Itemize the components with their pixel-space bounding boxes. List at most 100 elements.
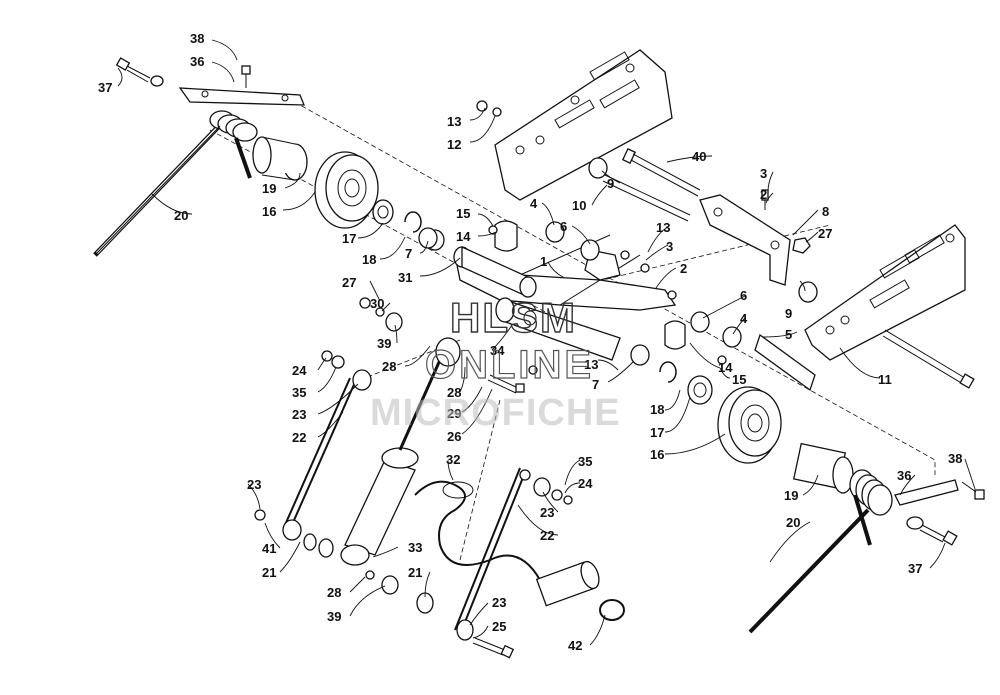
- watermark-line-3: MICROFICHE: [370, 392, 621, 434]
- callout-2: 2: [680, 261, 687, 276]
- long-bar-20-upper: [96, 125, 221, 254]
- watermark-line-1: HLSM: [450, 294, 577, 341]
- callout-16: 16: [650, 447, 664, 462]
- callout-22: 22: [292, 430, 306, 445]
- callout-3: 3: [760, 166, 767, 181]
- shock-absorber-33: [340, 337, 461, 566]
- callout-13: 13: [656, 220, 670, 235]
- rail-plate-lower: [804, 224, 966, 361]
- callout-36: 36: [190, 54, 204, 69]
- callout-25: 25: [492, 619, 506, 634]
- bearing-17-upper: [372, 199, 394, 225]
- callout-6: 6: [740, 288, 747, 303]
- callout-42: 42: [568, 638, 582, 653]
- callout-3: 3: [666, 239, 673, 254]
- pivot-bushing-9-lower: [798, 281, 818, 303]
- callout-9: 9: [785, 306, 792, 321]
- callout-14: 14: [718, 360, 733, 375]
- callout-32: 32: [446, 452, 460, 467]
- pivot-bushing-9-upper: [588, 157, 608, 179]
- leader-lines: [117, 39, 976, 646]
- callout-36: 36: [897, 468, 911, 483]
- shaft-section-34: [495, 297, 621, 361]
- spacer-10: [602, 174, 691, 222]
- torsion-spring-right: [748, 469, 893, 634]
- callout-38: 38: [948, 451, 962, 466]
- spacer-19-upper: [252, 136, 308, 181]
- callout-23: 23: [247, 477, 261, 492]
- callout-39: 39: [377, 336, 391, 351]
- spacer-19-lower: [792, 442, 854, 494]
- callout-17: 17: [342, 231, 356, 246]
- bushing-4-lower: [722, 326, 742, 348]
- callout-23: 23: [292, 407, 306, 422]
- torsion-spring-left: [93, 110, 258, 257]
- callout-21: 21: [262, 565, 276, 580]
- callout-28: 28: [327, 585, 341, 600]
- callout-27: 27: [818, 226, 832, 241]
- screw-38-lower: [961, 481, 985, 500]
- callout-26: 26: [447, 429, 461, 444]
- callout-1: 1: [540, 254, 547, 269]
- rear-bracket-36-lower: [894, 479, 959, 506]
- bushing-7-lower: [630, 344, 650, 366]
- long-bolt-40: [621, 148, 701, 197]
- rail-plate-upper: [494, 49, 673, 201]
- rod-22-right: [454, 467, 527, 633]
- small-hardware: [254, 100, 727, 641]
- callout-4: 4: [530, 196, 538, 211]
- callout-13: 13: [584, 357, 598, 372]
- callout-28: 28: [447, 385, 461, 400]
- rear-bracket-8: [699, 194, 791, 286]
- callout-labels: 37 38 36 20 19 16 13 12 40 3 2 9 10 15 1…: [98, 31, 962, 653]
- callout-16: 16: [262, 204, 276, 219]
- callout-19: 19: [784, 488, 798, 503]
- cross-shaft-31: [453, 245, 537, 298]
- callout-33: 33: [408, 540, 422, 555]
- callout-14: 14: [456, 229, 471, 244]
- callout-31: 31: [398, 270, 412, 285]
- callout-8: 8: [822, 204, 829, 219]
- callout-7: 7: [592, 377, 599, 392]
- callout-4: 4: [740, 311, 748, 326]
- callout-15: 15: [732, 372, 746, 387]
- screw-38-upper: [241, 65, 251, 88]
- callout-23: 23: [492, 595, 506, 610]
- callout-20: 20: [174, 208, 188, 223]
- callout-22: 22: [540, 528, 554, 543]
- grease-fitting-3-upper: [761, 189, 769, 210]
- callout-24: 24: [578, 476, 593, 491]
- callout-18: 18: [362, 252, 376, 267]
- callout-7: 7: [405, 246, 412, 261]
- callout-21: 21: [408, 565, 422, 580]
- callout-10: 10: [572, 198, 586, 213]
- callout-29: 29: [447, 406, 461, 421]
- bearing-17-lower: [687, 375, 713, 405]
- callout-11: 11: [878, 372, 892, 387]
- bumper-14-lower: [664, 320, 686, 350]
- callout-30: 30: [370, 296, 384, 311]
- callout-28: 28: [382, 359, 396, 374]
- bolt-26: [487, 374, 525, 394]
- axle-5: [754, 333, 816, 392]
- bushing-4-upper: [545, 221, 565, 243]
- bolt-11: [882, 329, 975, 389]
- callout-23: 23: [540, 505, 554, 520]
- callout-13: 13: [447, 114, 461, 129]
- callout-27: 27: [342, 275, 356, 290]
- callout-40: 40: [692, 149, 706, 164]
- bolt-37-lower: [906, 516, 958, 546]
- callout-37: 37: [98, 80, 112, 95]
- callout-35: 35: [292, 385, 306, 400]
- upper-left-bracket: [178, 87, 305, 106]
- rod-22-left: [284, 377, 357, 528]
- callout-38: 38: [190, 31, 204, 46]
- nut-27-upper: [792, 237, 811, 254]
- bushing-6-lower: [690, 311, 710, 333]
- callout-24: 24: [292, 363, 307, 378]
- bushing-7-upper: [418, 227, 445, 251]
- callout-20: 20: [786, 515, 800, 530]
- callout-2: 2: [760, 187, 767, 202]
- bolt-37-upper: [115, 57, 164, 87]
